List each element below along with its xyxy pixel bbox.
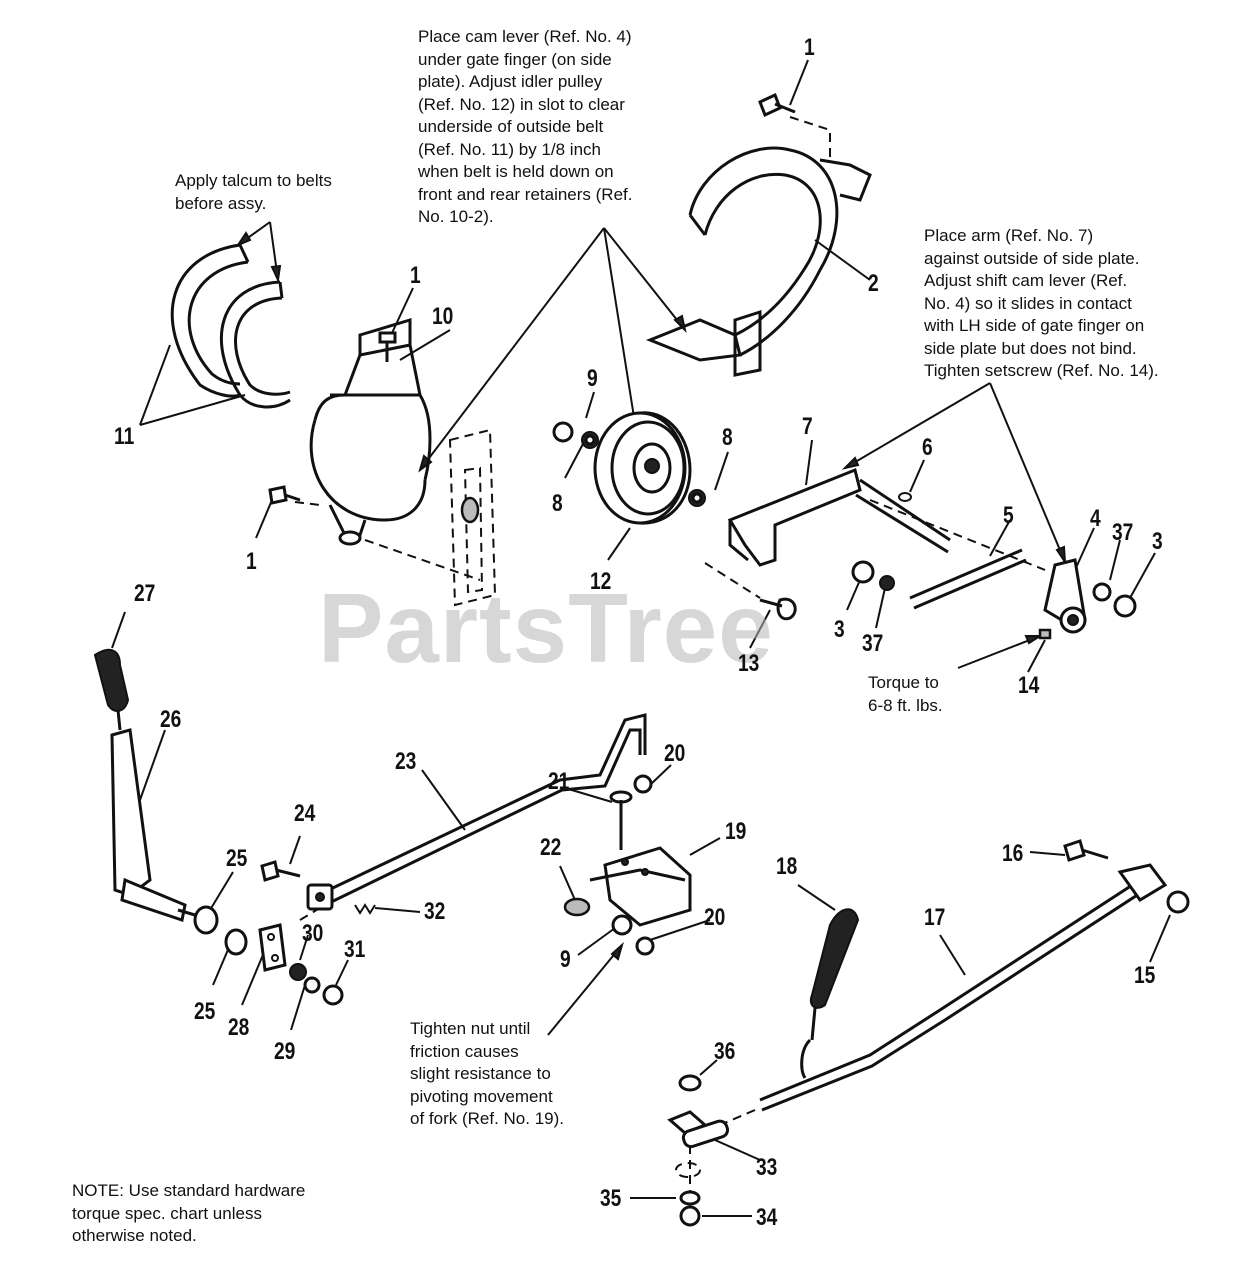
- callout-7: 7: [802, 413, 813, 440]
- idler-pulley: [593, 411, 692, 525]
- lift-rod: [759, 863, 1168, 1112]
- callout-32: 32: [424, 898, 446, 925]
- dashed-lines: [294, 116, 1046, 1195]
- callout-27: 27: [134, 580, 156, 607]
- callout-8: 8: [722, 424, 733, 451]
- callout-26: 26: [160, 706, 182, 733]
- callout-2: 2: [868, 270, 879, 297]
- callout-14: 14: [1018, 672, 1040, 699]
- callout-11: 11: [114, 423, 135, 450]
- callout-6: 6: [922, 434, 933, 461]
- callout-34: 34: [756, 1204, 778, 1231]
- callout-30: 30: [302, 920, 324, 947]
- callout-12: 12: [590, 568, 612, 595]
- callout-17: 17: [924, 904, 946, 931]
- callout-8: 8: [552, 490, 563, 517]
- callout-24: 24: [294, 800, 316, 827]
- callout-19: 19: [725, 818, 747, 845]
- callout-16: 16: [1002, 840, 1024, 867]
- callout-20: 20: [664, 740, 686, 767]
- side-plate-bracket: [448, 428, 497, 607]
- shift-lever: [93, 648, 196, 922]
- callout-37: 37: [862, 630, 884, 657]
- callout-1: 1: [804, 34, 815, 61]
- belts: [170, 243, 291, 409]
- watermark: PartsTree: [318, 573, 774, 683]
- hardware: [193, 92, 1190, 1227]
- callout-3: 3: [1152, 528, 1163, 555]
- callout-29: 29: [274, 1038, 296, 1065]
- cam-lever: [1043, 558, 1087, 634]
- note-tighten-nut: Tighten nut until friction causes slight…: [410, 1019, 564, 1128]
- belt-retainer: [309, 317, 432, 546]
- lift-lever: [800, 908, 860, 1079]
- callout-10: 10: [432, 303, 454, 330]
- callout-3: 3: [834, 616, 845, 643]
- callout-15: 15: [1134, 962, 1156, 989]
- callout-20: 20: [704, 904, 726, 931]
- callout-36: 36: [714, 1038, 736, 1065]
- callout-1: 1: [246, 548, 257, 575]
- note-talcum: Apply talcum to belts before assy.: [175, 171, 332, 213]
- note-torque: Torque to 6-8 ft. lbs.: [868, 673, 943, 715]
- callout-1: 1: [410, 262, 421, 289]
- callout-9: 9: [587, 365, 598, 392]
- callout-22: 22: [540, 834, 562, 861]
- callout-4: 4: [1090, 505, 1101, 532]
- callout-37: 37: [1112, 519, 1134, 546]
- callout-23: 23: [395, 748, 417, 775]
- callout-18: 18: [776, 853, 798, 880]
- rear-retainer: [645, 146, 872, 377]
- callout-21: 21: [548, 768, 570, 795]
- callout-35: 35: [600, 1185, 622, 1212]
- shift-arm: [727, 467, 1027, 610]
- callout-25: 25: [194, 998, 216, 1025]
- callout-28: 28: [228, 1014, 250, 1041]
- note-arm: Place arm (Ref. No. 7) against outside o…: [924, 226, 1159, 380]
- shift-rod: [306, 713, 647, 911]
- callout-25: 25: [226, 845, 248, 872]
- pivot-fork: [589, 846, 692, 927]
- callout-33: 33: [756, 1154, 778, 1181]
- note-cam-lever: Place cam lever (Ref. No. 4) under gate …: [418, 27, 633, 226]
- note-hardware: NOTE: Use standard hardware torque spec.…: [72, 1181, 306, 1245]
- callout-5: 5: [1003, 502, 1014, 529]
- callout-31: 31: [344, 936, 366, 963]
- callout-13: 13: [738, 650, 760, 677]
- callout-9: 9: [560, 946, 571, 973]
